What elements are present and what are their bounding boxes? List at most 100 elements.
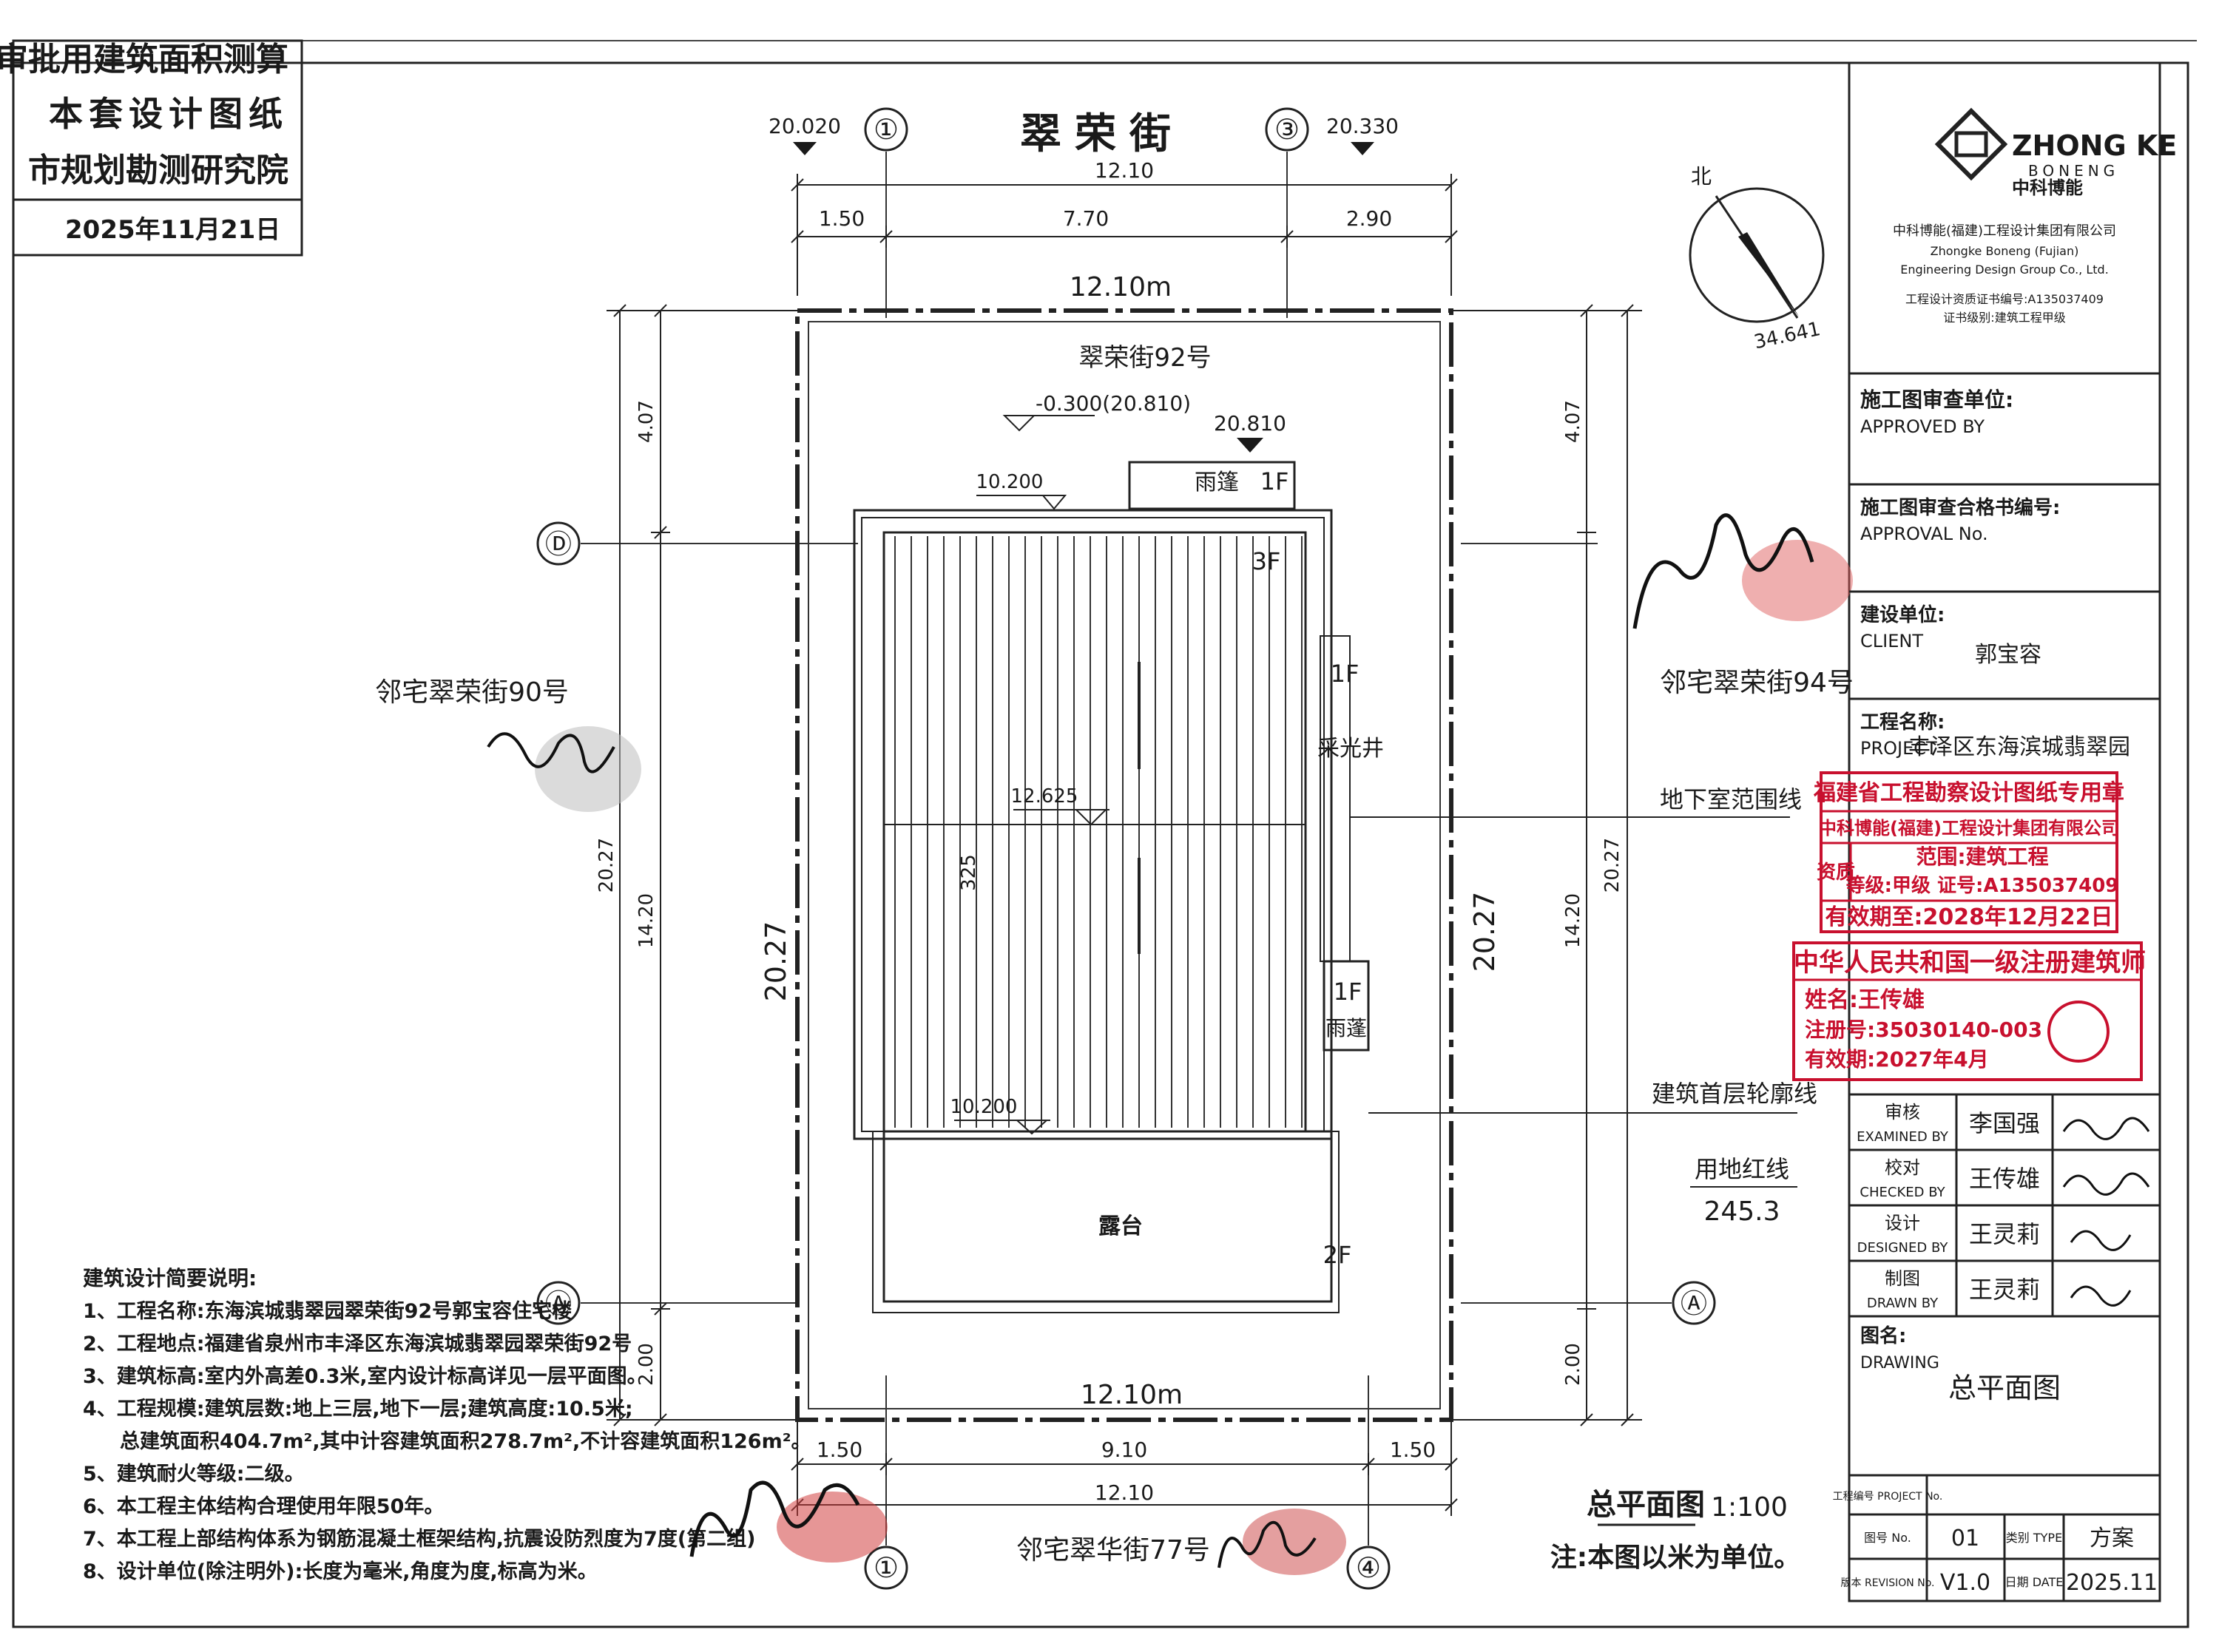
label-terrace: 露台 bbox=[1098, 1213, 1143, 1239]
svg-text:Ⓐ: Ⓐ bbox=[1681, 1289, 1707, 1319]
sheet-no: 01 bbox=[1951, 1526, 1979, 1551]
drawn-en: DRAWN BY bbox=[1867, 1296, 1939, 1311]
label-3f: 3F bbox=[1252, 547, 1281, 575]
project-cn: 工程名称: bbox=[1860, 711, 1945, 734]
dim-bottom-seg1: 1.50 bbox=[817, 1438, 862, 1462]
client-cn: 建设单位: bbox=[1860, 603, 1945, 626]
type-label: 类别 TYPE bbox=[2006, 1531, 2062, 1545]
svg-text:范围:建筑工程: 范围:建筑工程 bbox=[1916, 844, 2048, 869]
signature-bottom-left bbox=[689, 1480, 888, 1563]
dim-right-total: 20.27 bbox=[1601, 838, 1624, 893]
axis-bubble-4-bottom: ④ bbox=[1346, 1546, 1391, 1590]
approval-stamp-line2: 本套设计图纸 bbox=[49, 94, 288, 134]
designed-en: DESIGNED BY bbox=[1857, 1240, 1949, 1256]
approval-no-cn: 施工图审查合格书编号: bbox=[1860, 496, 2060, 519]
signature-left bbox=[487, 726, 641, 812]
approval-stamp-line3: 市规划勘测研究院 bbox=[28, 152, 288, 189]
notes-title: 建筑设计简要说明: bbox=[83, 1266, 257, 1290]
review-unit-en: APPROVED BY bbox=[1860, 416, 1985, 437]
designed-cn: 设计 bbox=[1885, 1213, 1920, 1233]
svg-text:注册号:35030140-003: 注册号:35030140-003 bbox=[1805, 1018, 2042, 1042]
elevation-entry-right: 20.810 bbox=[1214, 411, 1286, 453]
svg-text:Ⓓ: Ⓓ bbox=[545, 529, 572, 560]
svg-text:姓名:王传雄: 姓名:王传雄 bbox=[1805, 987, 1925, 1013]
client-en: CLIENT bbox=[1860, 631, 1923, 651]
drawing-name: 总平面图 bbox=[1948, 1372, 2061, 1404]
svg-text:12.625: 12.625 bbox=[1011, 785, 1078, 808]
svg-text:①: ① bbox=[874, 1551, 899, 1584]
checked-name: 王传雄 bbox=[1969, 1165, 2040, 1193]
axis-bubble-D: Ⓓ bbox=[536, 521, 581, 566]
drawing-scale: 1:100 bbox=[1711, 1492, 1788, 1523]
building-outline bbox=[853, 461, 1370, 1313]
company-en-1: Zhongke Boneng (Fujian) bbox=[1931, 244, 2079, 258]
checked-cn: 校对 bbox=[1885, 1157, 1920, 1178]
elevation-marker-top-left: 20.020 bbox=[769, 114, 841, 155]
notes-item: 4、工程规模:建筑层数:地上三层,地下一层;建筑高度:10.5米; bbox=[83, 1397, 633, 1421]
svg-text:资质: 资质 bbox=[1817, 861, 1855, 884]
notes-item: 2、工程地点:福建省泉州市丰泽区东海滨城翡翠园翠荣街92号 bbox=[83, 1332, 632, 1355]
date-label: 日期 DATE bbox=[2005, 1575, 2064, 1589]
dim-left-seg3: 2.00 bbox=[635, 1343, 658, 1386]
neighbor-bottom: 邻宅翠华街77号 bbox=[1016, 1535, 1210, 1565]
cert-level: 证书级别:建筑工程甲级 bbox=[1943, 311, 2065, 325]
site-width-top: 12.10m bbox=[1070, 272, 1172, 302]
review-unit-cn: 施工图审查单位: bbox=[1860, 387, 2013, 412]
project-no-label: 工程编号 PROJECT No. bbox=[1833, 1491, 1943, 1503]
checked-signature bbox=[2062, 1172, 2150, 1196]
leader-ground-outline: 建筑首层轮廓线 bbox=[1368, 1080, 1817, 1114]
axis-bubble-1-bottom: ① bbox=[864, 1546, 908, 1590]
svg-text:10.200: 10.200 bbox=[976, 471, 1044, 493]
project-name: 丰泽区东海滨城翡翠园 bbox=[1908, 734, 2130, 760]
company-name: 中科博能(福建)工程设计集团有限公司 bbox=[1893, 223, 2116, 239]
neighbor-right: 邻宅翠荣街94号 bbox=[1660, 668, 1854, 698]
axis-bubble-A-right: Ⓐ bbox=[1672, 1281, 1716, 1325]
type-value: 方案 bbox=[2090, 1526, 2134, 1551]
site-height-right: 20.27 bbox=[1468, 892, 1501, 972]
svg-text:中科博能: 中科博能 bbox=[2012, 177, 2083, 198]
elevation-marker-top-right: 20.330 bbox=[1326, 114, 1399, 155]
approval-stamp-line1: 审批用建筑面积测算 bbox=[0, 41, 288, 78]
dim-left-seg2: 14.20 bbox=[635, 893, 658, 948]
designed-signature bbox=[2070, 1230, 2132, 1251]
street-name-top: 翠荣街 bbox=[1020, 110, 1184, 158]
examined-name: 李国强 bbox=[1969, 1109, 2040, 1137]
drawing-title: 总平面图 bbox=[1587, 1488, 1705, 1522]
dim-top-seg2: 7.70 bbox=[1063, 206, 1109, 231]
sheet-no-label: 图号 No. bbox=[1864, 1531, 1911, 1545]
svg-text:等级:甲级 证号:A135037409: 等级:甲级 证号:A135037409 bbox=[1846, 874, 2119, 897]
approval-stamp-date: 2025年11月21日 bbox=[65, 215, 280, 245]
svg-text:10.200: 10.200 bbox=[950, 1096, 1018, 1118]
label-1f-side: 1F bbox=[1331, 660, 1360, 688]
signature-right bbox=[1632, 513, 1853, 629]
project-en: PROJECT bbox=[1860, 738, 1937, 759]
svg-text:中华人民共和国一级注册建筑师: 中华人民共和国一级注册建筑师 bbox=[1794, 948, 2146, 978]
leader-red-line: 用地红线 245.3 bbox=[1690, 1155, 1797, 1227]
svg-text:BONENG: BONENG bbox=[2028, 162, 2119, 180]
svg-text:地下室范围线: 地下室范围线 bbox=[1660, 785, 1802, 813]
dim-left-total: 20.27 bbox=[595, 838, 618, 893]
unit-note: 注:本图以米为单位。 bbox=[1550, 1543, 1800, 1573]
designed-name: 王灵莉 bbox=[1969, 1220, 2040, 1248]
examined-cn: 审核 bbox=[1885, 1102, 1920, 1123]
svg-text:用地红线: 用地红线 bbox=[1695, 1155, 1789, 1183]
elevation-roof-mid: 12.625 bbox=[1011, 785, 1110, 826]
dim-right-seg1: 4.07 bbox=[1562, 400, 1584, 443]
north-label: 北 bbox=[1691, 164, 1712, 189]
svg-text:③: ③ bbox=[1274, 113, 1300, 146]
drawn-signature bbox=[2070, 1285, 2132, 1307]
elevation-roof-bottom: 10.200 bbox=[950, 1096, 1050, 1135]
svg-text:20.330: 20.330 bbox=[1326, 114, 1399, 138]
notes-item: 8、设计单位(除注明外):长度为毫米,角度为度,标高为米。 bbox=[83, 1560, 598, 1583]
svg-text:①: ① bbox=[874, 113, 899, 146]
company-en-2: Engineering Design Group Co., Ltd. bbox=[1900, 263, 2109, 277]
svg-text:Ⓐ: Ⓐ bbox=[545, 1289, 572, 1319]
elevation-entry: -0.300(20.810) bbox=[1002, 391, 1191, 432]
drawing-cn: 图名: bbox=[1860, 1324, 1906, 1347]
dim-left-seg1: 4.07 bbox=[635, 400, 658, 443]
design-qualification-stamp: 福建省工程勘察设计图纸专用章 中科博能(福建)工程设计集团有限公司 资质 范围:… bbox=[1813, 771, 2124, 933]
signature-bottom-right bbox=[1217, 1509, 1346, 1575]
architect-registration-stamp: 中华人民共和国一级注册建筑师 姓名:王传雄 注册号:35030140-003 有… bbox=[1792, 941, 2146, 1081]
dim-right-seg3: 2.00 bbox=[1562, 1343, 1584, 1386]
